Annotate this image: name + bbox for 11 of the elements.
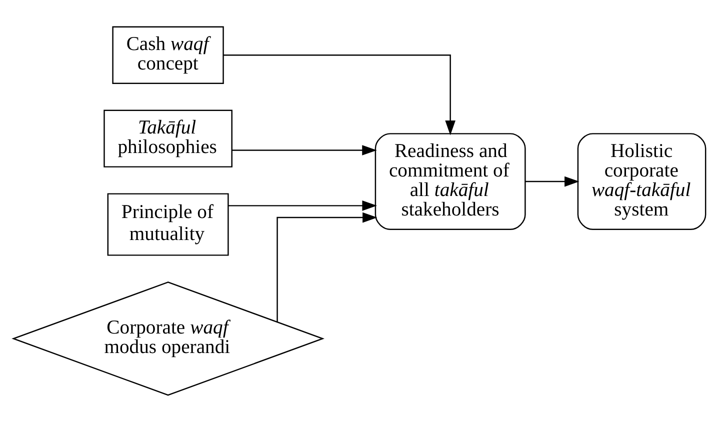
node-diamond: Corporate waqf modus operandi — [12, 281, 324, 396]
node-box: Cash waqf concept — [112, 26, 224, 84]
node-box: Readiness and commitment of all takāful stakeholders — [374, 132, 526, 230]
node-box: Principle of mutuality — [107, 192, 229, 256]
arrow — [232, 144, 377, 155]
arrow — [276, 212, 378, 322]
arrow — [525, 176, 580, 186]
arrow — [228, 200, 377, 210]
node-box: Holistic corporate waqf-takāful system — [577, 132, 706, 230]
node-box: Takāful philosophies — [104, 109, 232, 167]
arrow — [223, 54, 456, 135]
